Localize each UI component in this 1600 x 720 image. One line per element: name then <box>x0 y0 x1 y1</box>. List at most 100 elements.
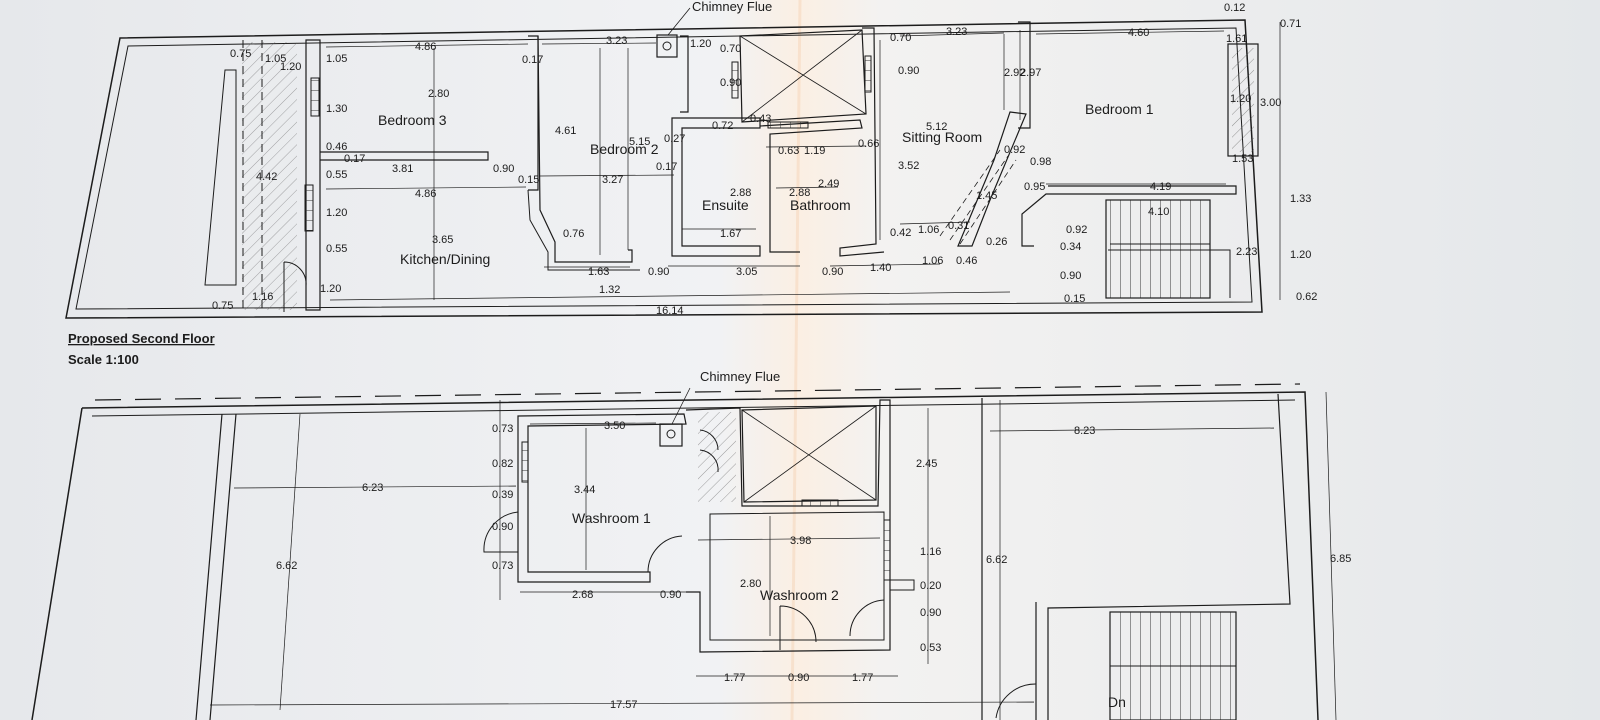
lower-dim-lines <box>209 391 1337 720</box>
dim-label: 3.50 <box>604 420 625 432</box>
dim-label: 4.10 <box>1148 206 1169 218</box>
bedroom3-partition <box>320 151 489 161</box>
dim-label: 0.17 <box>344 153 365 165</box>
dim-label: 0.90 <box>720 77 741 89</box>
dim-label: 0.20 <box>920 580 941 592</box>
chimney-leader <box>667 7 691 36</box>
light-well-window-2 <box>864 55 872 93</box>
bathroom-label: Bathroom <box>790 197 851 213</box>
washroom1-walls <box>517 413 687 583</box>
down-label: Dn <box>1108 694 1126 710</box>
dim-label: 3.52 <box>898 160 919 172</box>
dim-label: 2.88 <box>730 187 751 199</box>
dim-label: 0.90 <box>660 589 681 601</box>
dim-label: 1.45 <box>976 190 997 202</box>
west-window-1 <box>310 77 320 117</box>
upper-stairs <box>1105 199 1211 299</box>
bedroom1-label: Bedroom 1 <box>1085 101 1154 117</box>
lower-outer-wall <box>31 391 1319 720</box>
dim-label: 1.67 <box>720 228 741 240</box>
washroom2-door <box>779 605 817 650</box>
dim-label: 0.46 <box>956 255 977 267</box>
dim-label: 4.61 <box>555 125 576 137</box>
dim-label: 3.65 <box>432 234 453 246</box>
dim-label: 0.82 <box>492 458 513 470</box>
dim-label: 2.80 <box>740 578 761 590</box>
dim-label: 6.85 <box>1330 553 1351 565</box>
stair-dashes <box>939 149 1017 245</box>
dim-label: 3.23 <box>946 26 967 38</box>
lower-chimney-leader <box>671 387 691 425</box>
washroom2-window <box>883 519 891 581</box>
dim-label: 4.19 <box>1150 181 1171 193</box>
dim-label: 0.90 <box>920 607 941 619</box>
dim-label: 4.60 <box>1128 27 1149 39</box>
dim-label: 1.77 <box>724 672 745 684</box>
dim-label: 0.12 <box>1224 2 1245 14</box>
bathroom-walls <box>759 119 863 253</box>
dim-label: 3.23 <box>606 35 627 47</box>
dim-label: 1.20 <box>326 207 347 219</box>
upper-plan <box>65 7 1281 319</box>
dim-label: 6.62 <box>276 560 297 572</box>
bedroom1-west-wall <box>1018 21 1031 129</box>
balcony-left <box>204 69 237 286</box>
dim-label: 3.00 <box>1260 97 1281 109</box>
kitchen-dining-label: Kitchen/Dining <box>400 251 490 267</box>
chimney-flue-label-lower: Chimney Flue <box>700 369 780 384</box>
dim-label: 0.90 <box>493 163 514 175</box>
dim-label: 0.92 <box>1004 144 1025 156</box>
washroom2-door-2 <box>849 599 885 637</box>
lower-chimney-flue <box>666 429 676 439</box>
dim-label: 0.17 <box>656 161 677 173</box>
dim-label: 1.06 <box>922 255 943 267</box>
upper-stair-landing <box>1108 243 1231 298</box>
dim-label: 0.90 <box>648 266 669 278</box>
bedroom3-label: Bedroom 3 <box>378 112 447 128</box>
dim-label: 2.45 <box>916 458 937 470</box>
dim-label: 4.86 <box>415 41 436 53</box>
dim-label: 0.15 <box>518 174 539 186</box>
bedroom3-east-wall <box>528 35 539 191</box>
dim-label: 0.62 <box>1296 291 1317 303</box>
dim-label: 1.19 <box>804 145 825 157</box>
lower-cupboard-door <box>699 429 719 473</box>
dim-label: 2.68 <box>572 589 593 601</box>
dim-label: 17.57 <box>610 699 638 711</box>
bedroom1-window-hatch <box>1232 48 1254 152</box>
dim-label: 1.05 <box>265 53 286 65</box>
washroom1-door <box>483 511 519 553</box>
dim-label: 0.39 <box>492 489 513 501</box>
lower-left-wall <box>195 413 237 720</box>
dim-label: 1.30 <box>326 103 347 115</box>
dim-label: 1.16 <box>920 546 941 558</box>
bedroom1-south-wall <box>1021 185 1237 247</box>
dim-label: 8.23 <box>1074 425 1095 437</box>
upper-chimney <box>656 34 678 58</box>
dim-label: 0.43 <box>750 113 771 125</box>
washroom2-walls <box>709 511 885 641</box>
dim-label: 1.05 <box>326 53 347 65</box>
dim-label: 0.75 <box>230 48 251 60</box>
dim-label: 3.98 <box>790 535 811 547</box>
lower-core-hatch <box>698 412 736 502</box>
dim-label: 0.31 <box>948 220 969 232</box>
dim-label: 0.27 <box>664 133 685 145</box>
chimney-flue-label-upper: Chimney Flue <box>692 0 772 14</box>
dim-label: 1.20 <box>280 61 301 73</box>
lower-niche <box>889 579 915 591</box>
lower-labels: Chimney Flue Washroom 1 Washroom 2 Dn 0.… <box>276 369 1351 711</box>
lower-light-well-cross <box>741 405 877 503</box>
dim-label: 0.66 <box>858 138 879 150</box>
upper-plan-scale: Scale 1:100 <box>68 352 139 367</box>
dim-label: 2.92 <box>1004 67 1025 79</box>
dim-label: 0.72 <box>712 120 733 132</box>
dim-label: 3.27 <box>602 174 623 186</box>
dim-label: 0.55 <box>326 243 347 255</box>
dim-label: 0.55 <box>326 169 347 181</box>
lower-bottom-door <box>995 683 1037 719</box>
dim-label: 2.49 <box>818 178 839 190</box>
dim-label: 0.90 <box>788 672 809 684</box>
dim-label: 0.90 <box>492 521 513 533</box>
